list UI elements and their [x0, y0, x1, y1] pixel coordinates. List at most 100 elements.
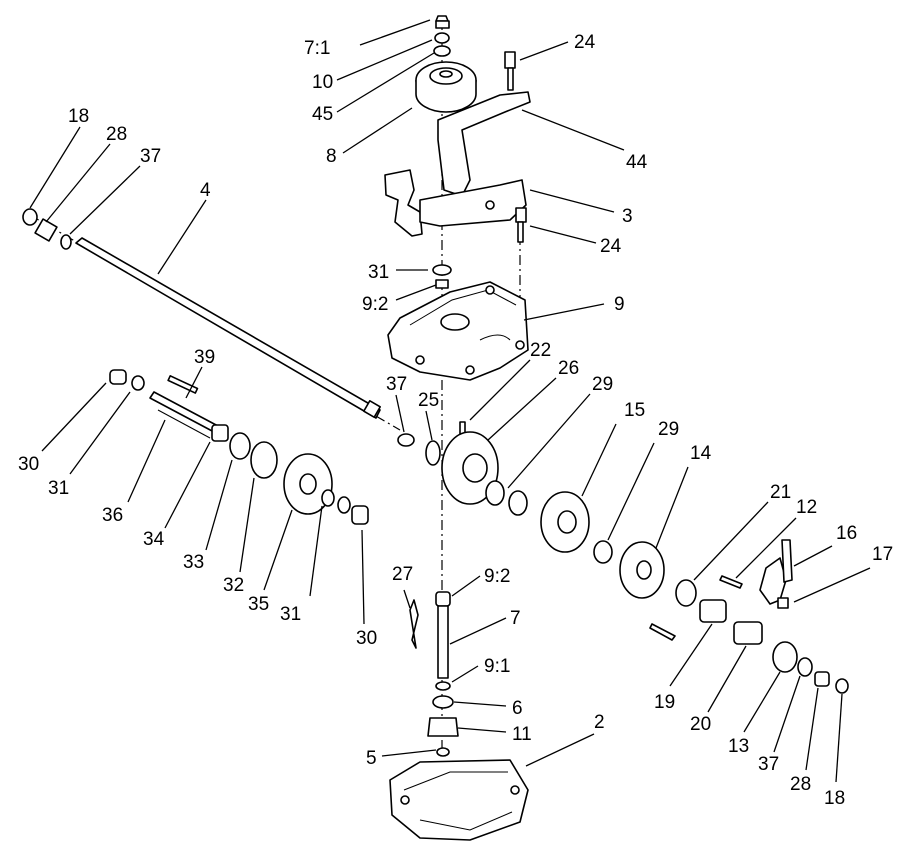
callout-leader-line	[29, 126, 81, 209]
callout-label: 33	[183, 552, 204, 573]
callout-leader-line	[342, 107, 413, 154]
callout-label: 21	[770, 482, 791, 503]
callout-label: 9	[614, 294, 625, 315]
callout-label: 45	[312, 104, 333, 125]
callout-label: 12	[796, 497, 817, 518]
callout-leader-line	[669, 623, 713, 687]
callout-label: 24	[600, 236, 622, 257]
callout-leader-line	[743, 671, 781, 733]
pulley-assembly	[415, 15, 477, 113]
callout-label: 19	[654, 692, 675, 713]
callout-label: 39	[194, 347, 215, 368]
callout-leader-line	[263, 509, 293, 591]
callout-leaders	[29, 19, 871, 783]
callout-leader-line	[451, 665, 479, 683]
callout-label: 2	[594, 712, 605, 733]
callout-label: 4	[200, 180, 211, 201]
callout-label: 32	[223, 575, 244, 596]
callout-leader-line	[581, 423, 617, 497]
callout-label: 6	[512, 698, 523, 719]
callout-leader-line	[607, 442, 655, 541]
callout-label: 9:1	[484, 656, 510, 677]
callout-label: 31	[48, 478, 69, 499]
callout-leader-line	[336, 52, 435, 113]
callout-leader-line	[457, 727, 507, 733]
callout-leader-line	[525, 733, 595, 767]
callout-leader-line	[793, 545, 833, 567]
callout-label: 30	[356, 628, 377, 649]
callout-label: 29	[658, 419, 679, 440]
callout-label: 37	[386, 374, 407, 395]
callout-label: 7	[510, 608, 521, 629]
lower-housing	[389, 759, 529, 841]
callout-leader-line	[425, 410, 433, 441]
vertical-shaft	[409, 591, 459, 757]
callout-label: 24	[574, 32, 596, 53]
callout-leader-line	[395, 284, 437, 301]
long-shaft	[22, 208, 381, 419]
callout-label: 27	[392, 564, 413, 585]
upper-washers	[432, 264, 452, 289]
callout-leader-line	[395, 394, 405, 433]
callout-leader-line	[41, 382, 107, 452]
callout-label: 28	[106, 124, 127, 145]
callout-leader-line	[487, 377, 557, 441]
callout-label: 31	[368, 262, 389, 283]
callout-leader-line	[529, 189, 615, 213]
callout-leader-line	[655, 466, 689, 549]
callout-leader-line	[205, 459, 233, 551]
callout-label: 18	[824, 788, 845, 809]
callout-leader-line	[693, 501, 769, 581]
center-gear-stack	[397, 421, 665, 599]
callout-leader-line	[469, 359, 531, 421]
callout-label: 15	[624, 400, 645, 421]
callout-leader-line	[309, 505, 323, 597]
callout-leader-line	[453, 701, 507, 707]
callout-label: 30	[18, 454, 39, 475]
callout-leader-line	[519, 41, 569, 61]
callout-leader-line	[45, 143, 111, 223]
callout-label: 9:2	[484, 566, 510, 587]
callout-label: 17	[872, 544, 893, 565]
callout-leader-line	[361, 529, 365, 625]
callout-label: 11	[512, 724, 532, 745]
callout-label: 7:1	[304, 38, 330, 59]
shift-bracket	[437, 51, 531, 197]
callout-leader-line	[157, 199, 207, 275]
callout-leader-line	[185, 366, 203, 399]
callout-label: 16	[836, 523, 857, 544]
callout-leader-line	[239, 477, 255, 573]
right-gear-stack	[649, 539, 849, 694]
callout-leader-line	[735, 517, 797, 579]
callout-label: 22	[530, 340, 551, 361]
callout-leader-line	[835, 693, 843, 783]
callout-label: 31	[280, 604, 301, 625]
callout-label: 29	[592, 374, 613, 395]
mounting-bracket	[384, 169, 527, 243]
callout-label: 37	[140, 146, 161, 167]
callout-label: 36	[102, 505, 123, 526]
callout-leader-line	[127, 419, 166, 503]
callout-leader-line	[381, 749, 437, 757]
callout-leader-line	[523, 303, 605, 321]
callout-leader-line	[451, 575, 481, 597]
callout-leader-line	[69, 391, 131, 475]
left-gear-stack	[109, 369, 369, 525]
callout-label: 25	[418, 390, 439, 411]
callout-label: 9:2	[362, 294, 388, 315]
callout-leader-line	[69, 165, 141, 235]
callout-label: 34	[143, 529, 165, 550]
callout-leader-line	[521, 109, 625, 151]
callout-label: 10	[312, 72, 333, 93]
callout-label: 13	[728, 736, 749, 757]
callout-label: 44	[626, 152, 648, 173]
callout-label: 26	[558, 358, 579, 379]
callout-label: 3	[622, 206, 633, 227]
callout-label: 18	[68, 106, 89, 127]
callout-label: 8	[326, 146, 337, 167]
callout-leader-line	[529, 225, 597, 244]
callout-leader-line	[773, 675, 801, 753]
